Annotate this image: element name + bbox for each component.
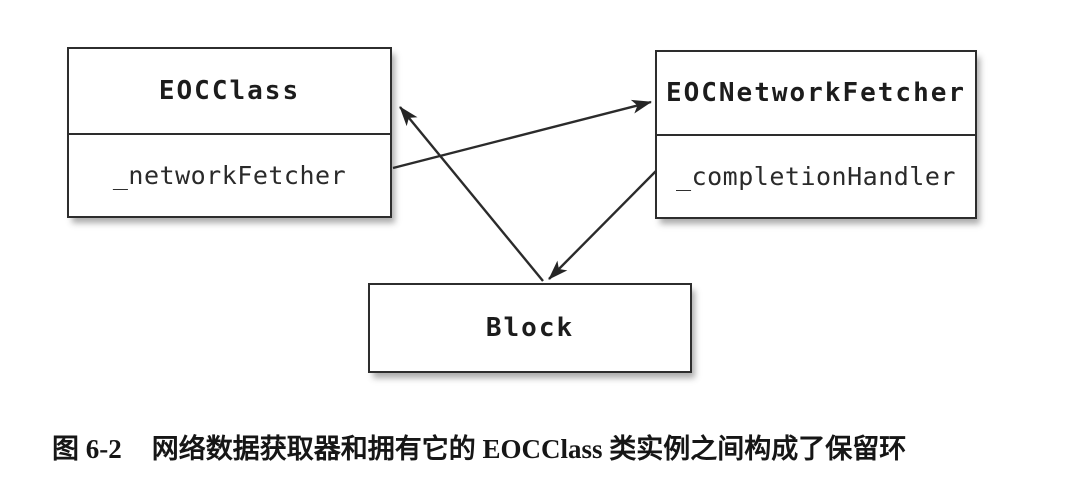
- eocclass-attribute: _networkFetcher: [112, 161, 347, 190]
- class-box-eocclass: EOCClass _networkFetcher: [67, 47, 392, 218]
- class-box-block: Block: [368, 283, 692, 373]
- eocnetworkfetcher-title: EOCNetworkFetcher: [657, 52, 975, 136]
- eocclass-title: EOCClass: [69, 49, 390, 135]
- figure-caption: 图 6-2 网络数据获取器和拥有它的 EOCClass 类实例之间构成了保留环: [52, 427, 906, 466]
- class-box-eocnetworkfetcher: EOCNetworkFetcher _completionHandler: [655, 50, 977, 219]
- arrow-networkfetcher-to-eocnetworkfetcher: [392, 99, 652, 170]
- block-title: Block: [485, 313, 575, 343]
- arrow-completionhandler-to-block: [548, 170, 657, 280]
- figure-caption-label: 图 6-2: [52, 434, 122, 464]
- arrow-block-to-eocclass: [399, 106, 544, 282]
- eocnetworkfetcher-attribute: _completionHandler: [676, 162, 956, 191]
- figure-caption-text: 网络数据获取器和拥有它的 EOCClass 类实例之间构成了保留环: [151, 434, 907, 464]
